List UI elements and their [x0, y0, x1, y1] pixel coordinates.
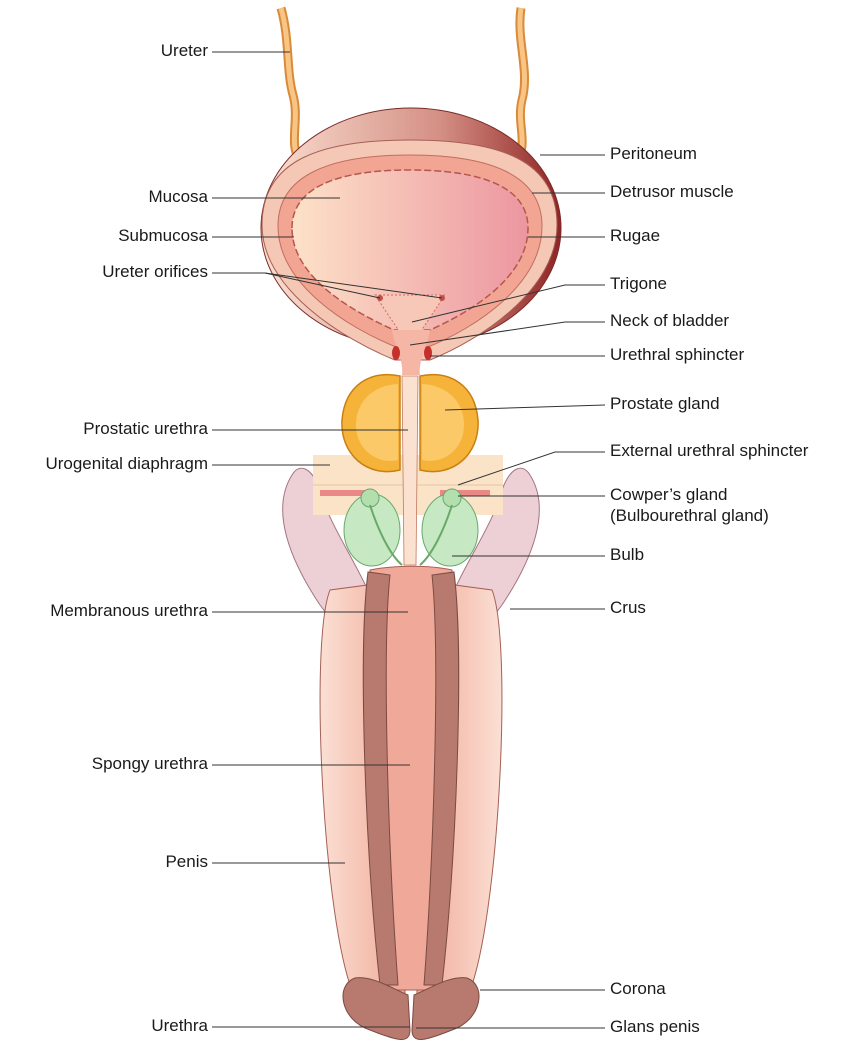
prostatic-urethra — [402, 376, 418, 565]
urethral-sphincter-right — [424, 346, 432, 360]
label-peritoneum: Peritoneum — [610, 144, 697, 163]
label-bulb: Bulb — [610, 545, 644, 564]
label-ureter-orifices: Ureter orifices — [102, 262, 208, 281]
label-submucosa: Submucosa — [118, 226, 208, 245]
label-cowpers-gland: Cowper’s gland — [610, 485, 728, 504]
cowpers-gland-left — [361, 489, 379, 507]
label-rugae: Rugae — [610, 226, 660, 245]
cowpers-gland-right — [443, 489, 461, 507]
label-urethra: Urethra — [151, 1016, 208, 1035]
urethral-sphincter-left — [392, 346, 400, 360]
label-corona: Corona — [610, 979, 666, 998]
label-external-urethral-sphincter: External urethral sphincter — [610, 441, 808, 460]
label-detrusor-muscle: Detrusor muscle — [610, 182, 734, 201]
label-prostate-gland: Prostate gland — [610, 394, 720, 413]
label-mucosa: Mucosa — [148, 187, 208, 206]
label-neck-of-bladder: Neck of bladder — [610, 311, 729, 330]
label-bulbourethral-gland: (Bulbourethral gland) — [610, 506, 769, 525]
label-penis: Penis — [165, 852, 208, 871]
label-ureter: Ureter — [161, 41, 208, 60]
label-trigone: Trigone — [610, 274, 667, 293]
label-membranous-urethra: Membranous urethra — [50, 601, 208, 620]
label-prostatic-urethra: Prostatic urethra — [83, 419, 208, 438]
label-glans-penis: Glans penis — [610, 1017, 700, 1036]
label-crus: Crus — [610, 598, 646, 617]
label-urethral-sphincter: Urethral sphincter — [610, 345, 744, 364]
label-spongy-urethra: Spongy urethra — [92, 754, 208, 773]
label-urogenital-diaphragm: Urogenital diaphragm — [45, 454, 208, 473]
